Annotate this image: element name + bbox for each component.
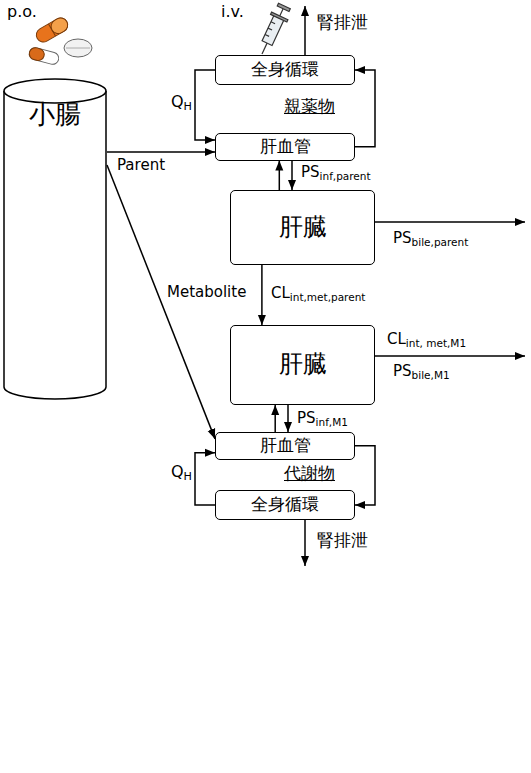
route-label: i.v.	[220, 2, 245, 21]
hepatic-vessel-box: 肝血管	[215, 133, 355, 161]
circulation-box: 全身循環	[215, 55, 355, 85]
elimination-arrow	[375, 355, 525, 357]
node-text: 小腸	[29, 100, 81, 130]
flow-connector	[291, 161, 293, 190]
edge-label: Metabolite	[166, 283, 247, 301]
flow-connector	[279, 161, 281, 190]
section-title: 代謝物	[283, 463, 336, 483]
pill-icon	[28, 15, 92, 65]
flow-connector	[261, 265, 263, 325]
excretion-label: 腎排泄	[316, 12, 369, 32]
node-text: 肝臓	[279, 214, 327, 242]
excretion-label: 腎排泄	[316, 530, 369, 550]
liver-box: 肝臓	[230, 190, 375, 265]
node-text: 全身循環	[251, 60, 319, 80]
clearance-label: CLint, met,M1	[386, 330, 467, 348]
node-text: 全身循環	[251, 495, 319, 515]
bile-arrow	[375, 221, 525, 223]
node-text: 肝臓	[279, 351, 327, 379]
circulation-box: 全身循環	[215, 490, 355, 520]
flow-connector	[195, 70, 215, 140]
flow-connector	[107, 165, 215, 439]
section-title: 親薬物	[283, 96, 336, 116]
node-text: 肝血管	[260, 436, 311, 456]
edge-label: Parent	[116, 156, 166, 174]
edge-label: PSinf,parent	[300, 163, 372, 181]
excretion-arrow	[304, 6, 306, 55]
clearance-label: PSbile,parent	[392, 229, 469, 247]
flow-connector	[274, 405, 276, 432]
flow-connector	[287, 405, 289, 432]
clearance-label: PSbile,M1	[392, 362, 451, 380]
syringe-icon	[254, 2, 293, 58]
flow-label: QH	[170, 462, 193, 481]
flow-connector	[107, 151, 215, 153]
hepatic-vessel-box: 肝血管	[215, 432, 355, 460]
intestine-cylinder: 小腸	[3, 78, 107, 400]
edge-label: CLint,met,parent	[270, 284, 366, 302]
flow-connector	[195, 453, 215, 505]
edge-label: PSinf,M1	[296, 409, 349, 427]
liver-box: 肝臓	[230, 325, 375, 405]
flow-connector	[355, 446, 375, 505]
flow-label: QH	[170, 92, 193, 111]
excretion-arrow	[304, 520, 306, 566]
cylinder-body	[4, 91, 106, 399]
route-label: p.o.	[6, 2, 38, 21]
node-text: 肝血管	[260, 137, 311, 157]
flow-connector	[355, 70, 375, 147]
